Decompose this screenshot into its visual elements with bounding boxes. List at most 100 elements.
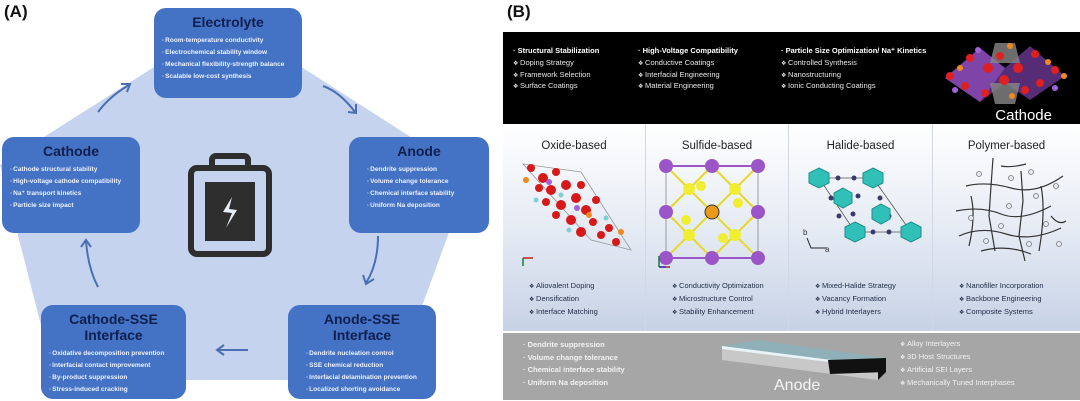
- anode-sse-item: SSE chemical reduction: [306, 360, 428, 372]
- cathode-item: Particle size impact: [10, 200, 132, 212]
- panel-b-strategies: (B) Structural Stabilization Doping Stra…: [490, 0, 1080, 401]
- oxide-strategy-item: Densification: [529, 293, 598, 306]
- cathode-strategy-column: High-Voltage Compatibility Conductive Co…: [638, 46, 738, 93]
- anode-label: Anode: [774, 377, 821, 394]
- polymer-based-title: Polymer-based: [967, 140, 1046, 152]
- axis-label-a: a: [825, 245, 830, 254]
- cathode-box: Cathode Cathode structural stability Hig…: [2, 137, 140, 233]
- anode-title: Anode: [397, 143, 441, 159]
- cathode-crystal-structure-image: [945, 43, 1067, 104]
- cathode-strategy-item: Nanostructuring: [781, 70, 926, 82]
- cathode-strategy-item: Framework Selection: [513, 70, 599, 82]
- halide-strategy-item: Mixed-Halide Strategy: [815, 280, 896, 293]
- polymer-strategy-list: Nanofiller Incorporation Backbone Engine…: [959, 280, 1044, 319]
- halide-crystal-structure-image: [808, 167, 922, 243]
- lattice-axes-icon: [806, 237, 827, 249]
- electrolyte-item: Room-temperature conductivity: [162, 35, 294, 47]
- cathode-title: Cathode: [43, 143, 99, 159]
- electrolyte-item: Scalable low-cost synthesis: [162, 71, 294, 83]
- cathode-strategy-column: Structural Stabilization Doping Strategy…: [513, 46, 600, 93]
- sulfide-crystal-structure-image: [659, 159, 765, 265]
- sulfide-based-column: Sulfide-based: [646, 124, 789, 331]
- arrow-anode-to-anode-sse: [362, 235, 379, 286]
- anode-item: Volume change tolerance: [367, 176, 481, 188]
- oxide-crystal-structure-image: [521, 163, 632, 251]
- cathode-sse-item: Interfacial contact improvement: [49, 360, 178, 372]
- cathode-strategy-item: Material Engineering: [638, 81, 738, 93]
- anode-challenge-item: Uniform Na deposition: [523, 377, 625, 390]
- electrolyte-box: Electrolyte Room-temperature conductivit…: [154, 8, 302, 98]
- anode-challenge-item: Chemical interface stability: [523, 364, 625, 377]
- cathode-strategy-heading: Structural Stabilization: [513, 46, 600, 55]
- cathode-strategy-column: Particle Size Optimization/ Na⁺ Kinetics…: [781, 46, 927, 93]
- anode-challenge-item: Volume change tolerance: [523, 352, 625, 365]
- cathode-sse-interface-box: Cathode-SSE Interface Oxidative decompos…: [41, 305, 186, 399]
- polymer-network-image: [955, 157, 1067, 262]
- sulfide-based-title: Sulfide-based: [681, 140, 753, 152]
- cathode-strategy-item: Controlled Synthesis: [781, 58, 926, 70]
- cathode-strategy-item: Conductive Coatings: [638, 58, 738, 70]
- anode-strategy-item: Mechanically Tuned Interphases: [900, 377, 1015, 390]
- anode-strategy-list: Alloy Interlayers 3D Host Structures Art…: [900, 338, 1015, 390]
- halide-strategy-item: Vacancy Formation: [815, 293, 896, 306]
- sulfide-strategy-list: Conductivity Optimization Microstructure…: [672, 280, 764, 319]
- halide-based-column: Halide-based b a: [789, 124, 933, 331]
- anode-slab-image: [722, 340, 886, 380]
- anode-sse-item: Interfacial delamination prevention: [306, 372, 428, 384]
- arrow-cathode-to-electrolyte: [97, 83, 132, 113]
- sulfide-strategy-item: Conductivity Optimization: [672, 280, 764, 293]
- electrolyte-item: Mechanical flexibility-strength balance: [162, 59, 294, 71]
- anode-band: Dendrite suppression Volume change toler…: [503, 333, 1080, 400]
- cathode-strategy-item: Interfacial Engineering: [638, 70, 738, 82]
- anode-strategy-item: 3D Host Structures: [900, 351, 1015, 364]
- cathode-strategy-item: Doping Strategy: [513, 58, 599, 70]
- arrow-anode-sse-to-cathode-sse: [215, 344, 248, 356]
- oxide-based-column: Oxide-based Aliovalent Doping D: [503, 124, 646, 331]
- halide-strategy-list: Mixed-Halide Strategy Vacancy Formation …: [815, 280, 896, 319]
- anode-strategy-item: Artificial SEI Layers: [900, 364, 1015, 377]
- oxide-based-title: Oxide-based: [541, 140, 607, 152]
- anode-strategy-item: Alloy Interlayers: [900, 338, 1015, 351]
- oxide-strategy-item: Interface Matching: [529, 306, 598, 319]
- cathode-strategy-item: Surface Coatings: [513, 81, 599, 93]
- axis-label-b: b: [803, 228, 808, 237]
- halide-strategy-item: Hybrid Interlayers: [815, 306, 896, 319]
- cathode-item: Na⁺ transport kinetics: [10, 188, 132, 200]
- arrow-cathode-sse-to-cathode: [80, 238, 99, 288]
- panel-a-cycle-diagram: (A) Electrolyte Room-temperature conduct…: [0, 0, 490, 401]
- oxide-strategy-list: Aliovalent Doping Densification Interfac…: [529, 280, 598, 319]
- panel-b-label: (B): [507, 2, 531, 21]
- cathode-item: High-voltage cathode compatibility: [10, 176, 132, 188]
- anode-box: Anode Dendrite suppression Volume change…: [349, 137, 489, 233]
- cathode-sse-item: Stress-induced cracking: [49, 384, 178, 396]
- sulfide-strategy-item: Stability Enhancement: [672, 306, 764, 319]
- electrolyte-title: Electrolyte: [192, 14, 264, 30]
- halide-based-title: Halide-based: [826, 140, 895, 152]
- cathode-strategy-item: Ionic Conducting Coatings: [781, 81, 926, 93]
- anode-challenge-item: Dendrite suppression: [523, 339, 625, 352]
- cathode-sse-title: Cathode-SSE Interface: [69, 311, 158, 343]
- anode-item: Dendrite suppression: [367, 164, 481, 176]
- axis-triad-icon: [658, 256, 670, 268]
- polymer-strategy-item: Composite Systems: [959, 306, 1044, 319]
- anode-challenge-list: Dendrite suppression Volume change toler…: [523, 339, 625, 389]
- anode-item: Uniform Na deposition: [367, 200, 481, 212]
- cathode-label: Cathode: [995, 107, 1052, 124]
- panel-a-label: (A): [4, 2, 28, 21]
- cathode-strategy-heading: Particle Size Optimization/ Na⁺ Kinetics: [781, 46, 927, 55]
- electrolyte-item: Electrochemical stability window: [162, 47, 294, 59]
- cathode-band: Structural Stabilization Doping Strategy…: [503, 32, 1080, 124]
- polymer-based-column: Polymer-based: [933, 124, 1080, 331]
- anode-item: Chemical interface stability: [367, 188, 481, 200]
- anode-sse-item: Dendrite nucleation control: [306, 348, 428, 360]
- polymer-strategy-item: Backbone Engineering: [959, 293, 1044, 306]
- electrolyte-types-area: Oxide-based Aliovalent Doping D: [503, 124, 1080, 331]
- anode-sse-title: Anode-SSE Interface: [323, 311, 401, 343]
- anode-sse-interface-box: Anode-SSE Interface Dendrite nucleation …: [288, 305, 436, 399]
- cathode-sse-item: Oxidative decomposition prevention: [49, 348, 178, 360]
- axis-triad-icon: [522, 257, 533, 266]
- cathode-strategy-heading: High-Voltage Compatibility: [638, 46, 738, 55]
- cathode-sse-item: By-product suppression: [49, 372, 178, 384]
- sulfide-strategy-item: Microstructure Control: [672, 293, 764, 306]
- arrow-electrolyte-to-anode: [322, 85, 357, 115]
